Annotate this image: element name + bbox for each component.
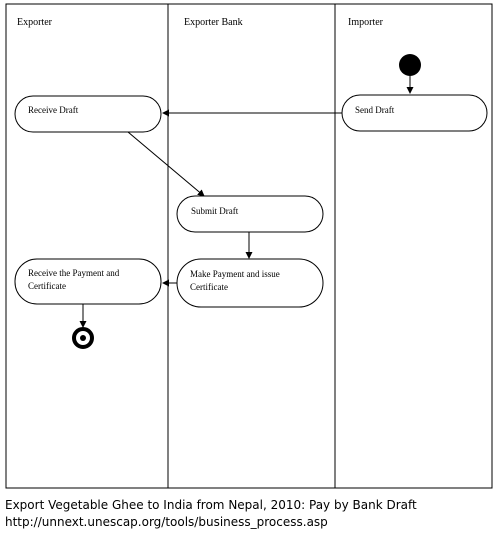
final-node-center	[80, 335, 86, 341]
activity-receive-payment-line-2: Certificate	[28, 281, 66, 291]
lane-title-exporter-bank: Exporter Bank	[184, 17, 243, 28]
initial-node	[399, 54, 421, 76]
activity-receive-payment	[14, 258, 162, 305]
caption-title: Export Vegetable Ghee to India from Nepa…	[5, 498, 417, 512]
activity-receive-payment-line-1: Receive the Payment and	[28, 268, 120, 278]
activity-receive-payment-label: Receive the Payment and Certificate	[28, 268, 121, 291]
activity-make-payment-line-2: Certificate	[190, 282, 228, 292]
activity-send-draft-label: Send Draft	[355, 105, 395, 115]
flow-receive-to-submit	[127, 131, 205, 197]
activity-make-payment-line-1: Make Payment and issue	[190, 269, 280, 279]
activity-submit-draft-label: Submit Draft	[191, 206, 239, 216]
lane-title-exporter: Exporter	[17, 17, 53, 28]
activity-receive-draft	[14, 95, 162, 133]
caption-source-url: http://unnext.unescap.org/tools/business…	[5, 515, 328, 529]
activity-make-payment-label: Make Payment and issue Certificate	[190, 269, 282, 292]
activity-submit-draft	[176, 195, 324, 233]
lane-title-importer: Importer	[348, 17, 384, 28]
activity-receive-draft-label: Receive Draft	[28, 105, 79, 115]
